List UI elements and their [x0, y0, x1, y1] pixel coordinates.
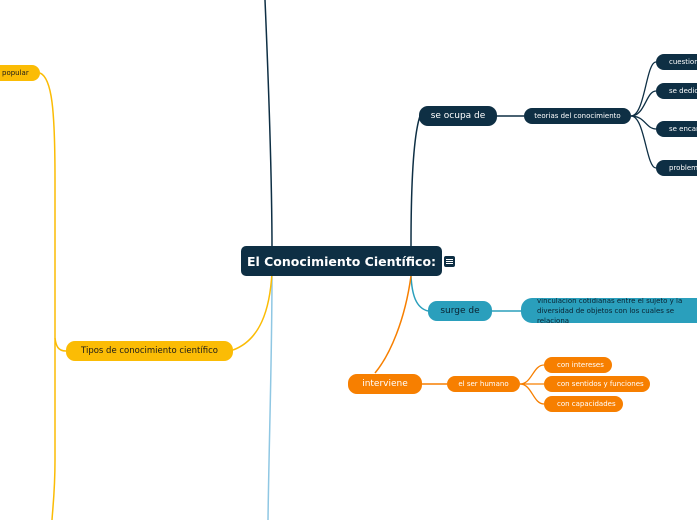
topic-con-sentidos-funciones[interactable]: con sentidos y funciones [544, 376, 650, 392]
topic-problemas-label: problemas [669, 164, 697, 172]
connector-central-ocupa [410, 115, 421, 247]
central-topic[interactable]: El Conocimiento Científico: [241, 246, 442, 276]
topic-surge-de[interactable]: surge de [428, 301, 492, 321]
topic-se-dedica[interactable]: se dedica [656, 83, 697, 99]
topic-cuestiona[interactable]: cuestiona [656, 54, 697, 70]
connector-ser-intereses [519, 364, 545, 385]
topic-interviene-label: interviene [362, 379, 408, 389]
topic-se-dedica-label: se dedica [669, 87, 697, 95]
topic-popular[interactable]: popular [0, 65, 40, 81]
connector-teorias-cuestiona [630, 61, 657, 117]
connector-ser-capacidades [519, 383, 545, 405]
topic-con-capacidades-label: con capacidades [557, 400, 616, 408]
connector-left-trunk [39, 72, 56, 520]
topic-con-capacidades[interactable]: con capacidades [544, 396, 623, 412]
connector-light-blue [267, 271, 273, 520]
topic-tipos-conocimiento[interactable]: Tipos de conocimiento científico [66, 341, 233, 361]
topic-cuestiona-label: cuestiona [669, 58, 697, 66]
connector-central-tipos [232, 271, 273, 351]
central-topic-label: El Conocimiento Científico: [246, 253, 437, 269]
topic-se-ocupa-de[interactable]: se ocupa de [419, 106, 497, 126]
topic-tipos-conocimiento-label: Tipos de conocimiento científico [81, 346, 218, 356]
topic-el-ser-humano[interactable]: el ser humano [447, 376, 520, 392]
topic-se-encarga[interactable]: se encarga [656, 121, 697, 137]
connector-tipos-trunk [54, 337, 67, 352]
topic-vinculacion-cotidianas[interactable]: vinculacion cotidianas entre el sujeto y… [521, 298, 697, 323]
topic-con-intereses[interactable]: con intereses [544, 357, 612, 373]
topic-se-ocupa-de-label: se ocupa de [430, 111, 486, 121]
topic-problemas[interactable]: problemas [656, 160, 697, 176]
topic-popular-label: popular [2, 69, 29, 77]
topic-teorias-conocimiento-label: teorias del conocimiento [534, 112, 621, 120]
topic-vinculacion-cotidianas-label: vinculacion cotidianas entre el sujeto y… [537, 298, 683, 323]
connector-teorias-problemas [630, 115, 657, 169]
topic-se-encarga-label: se encarga [669, 125, 697, 133]
topic-surge-de-label: surge de [440, 306, 480, 316]
connector-central-interviene [374, 275, 412, 374]
topic-con-sentidos-funciones-label: con sentidos y funciones [557, 380, 644, 388]
connector-central-surge [410, 275, 429, 312]
topic-el-ser-humano-label: el ser humano [458, 380, 509, 388]
connector-top-trunk [264, 0, 273, 251]
topic-interviene[interactable]: interviene [348, 374, 422, 394]
connector-teorias-dedica [630, 90, 657, 117]
topic-con-intereses-label: con intereses [557, 361, 604, 369]
topic-teorias-conocimiento[interactable]: teorias del conocimiento [524, 108, 631, 124]
note-icon[interactable] [444, 256, 455, 267]
